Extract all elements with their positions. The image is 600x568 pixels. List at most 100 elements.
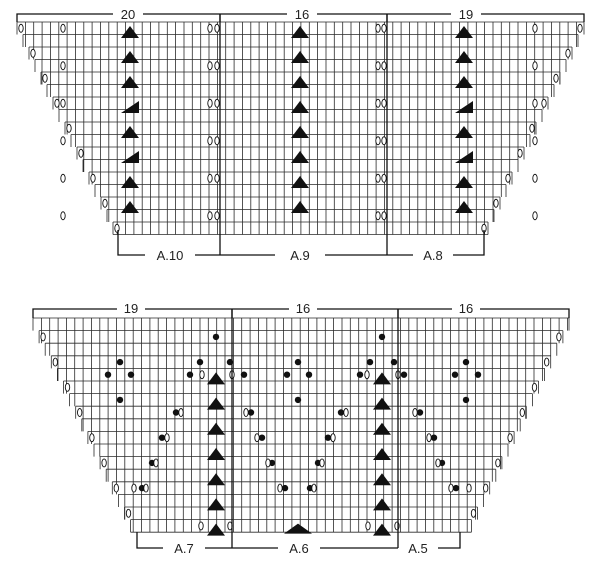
yarn-over-oval [214,61,220,71]
decrease-triangle [455,151,473,163]
top-label-a8: A.8 [423,248,443,263]
yarn-over-oval [214,98,220,108]
decrease-triangle [207,498,225,511]
bobble-dot [366,358,374,366]
yarn-over-oval [153,458,159,468]
top-count-a10: 20 [121,7,135,22]
decrease-triangle [455,176,473,188]
yarn-over-oval [553,73,559,83]
decrease-triangle [455,101,473,113]
yarn-over-oval [40,332,46,342]
decrease-triangle [207,422,225,435]
decrease-triangle [455,201,473,213]
yarn-over-oval [207,23,213,33]
yarn-over-oval [466,483,472,493]
bobble-dot [474,371,482,378]
decrease-triangle [291,126,309,138]
bottom-count-a6: 16 [296,301,310,316]
yarn-over-oval [519,408,525,417]
decrease-triangle [291,76,309,88]
yarn-over-oval [505,173,511,183]
decrease-triangle [284,523,312,534]
top-label-a10: A.10 [157,248,184,263]
decrease-triangle [207,448,225,460]
bobble-dot [283,371,291,378]
yarn-over-oval [426,433,432,443]
yarn-over-oval [565,48,571,58]
yarn-over-oval [207,61,213,71]
yarn-over-oval [532,211,538,221]
top-header-bracket [16,13,585,22]
top-grid [16,21,585,235]
decrease-triangle [373,397,391,410]
decrease-triangle [207,397,225,410]
decrease-triangle [121,76,139,88]
yarn-over-oval [577,23,583,33]
yarn-over-oval [78,148,84,158]
yarn-over-oval [207,173,213,183]
decrease-triangle [291,26,309,38]
yarn-over-oval [330,433,336,443]
decrease-triangle [121,176,139,188]
yarn-over-oval [102,198,108,208]
bobble-dot [186,371,194,378]
decrease-triangle [121,51,139,63]
decrease-triangle [291,151,309,163]
yarn-over-oval [381,23,387,33]
yarn-over-oval [52,357,58,367]
yarn-over-oval [319,458,325,468]
bobble-dot [172,409,180,416]
yarn-over-oval [199,370,205,380]
top-dividers [219,14,388,246]
bobble-dot [116,358,124,366]
yarn-over-oval [60,173,66,183]
yarn-over-oval [495,458,501,468]
yarn-over-oval [375,23,381,33]
yarn-over-oval [207,136,213,146]
yarn-over-oval [541,98,547,108]
bobble-dot [416,409,424,416]
yarn-over-oval [364,370,370,380]
bobble-dot [390,358,398,366]
bobble-dot [281,484,289,492]
top-label-a9: A.9 [290,248,310,263]
decrease-triangle [455,76,473,88]
yarn-over-oval [214,211,220,221]
yarn-over-oval [125,508,132,518]
decrease-triangle [373,448,391,460]
yarn-over-oval [381,173,387,183]
bottom-header-bracket [32,308,570,318]
top-symbols [18,23,583,233]
yarn-over-oval [60,61,66,71]
yarn-over-oval [113,483,119,493]
bobble-dot [462,358,470,366]
yarn-over-oval [375,211,381,221]
decrease-triangle [207,523,225,536]
bobble-dot [158,434,166,441]
yarn-over-oval [531,382,538,392]
decrease-triangle [207,473,225,486]
bobble-dot [196,358,204,366]
yarn-over-oval [375,173,381,183]
yarn-over-oval [198,521,204,531]
top-count-a8: 19 [459,7,473,22]
yarn-over-oval [529,123,535,133]
bottom-label-a6: A.6 [289,541,309,556]
grid-lines [16,21,585,235]
decrease-triangle [455,26,473,38]
bottom-grid [32,317,570,533]
top-chart: 20 16 19 A.10 A.9 A.8 [16,7,585,263]
yarn-over-oval [375,61,381,71]
bobble-dot [356,371,364,378]
yarn-over-oval [311,483,317,493]
yarn-over-oval [18,23,24,33]
yarn-over-oval [532,23,538,33]
yarn-over-oval [60,136,66,146]
yarn-over-oval [214,23,220,33]
yarn-over-oval [66,123,72,133]
yarn-over-oval [89,433,95,443]
bobble-dot [462,396,470,404]
yarn-over-oval [207,98,213,108]
top-count-a9: 16 [295,7,309,22]
yarn-over-oval [143,483,149,493]
